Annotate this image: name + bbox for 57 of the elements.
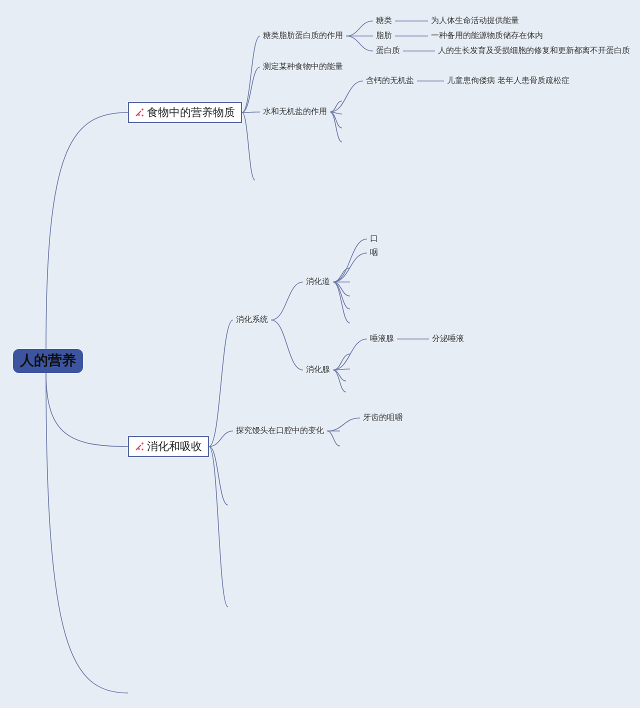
branch-line xyxy=(332,282,350,296)
branch-label: 脂肪 xyxy=(373,30,395,42)
branch-label: 口 xyxy=(367,233,381,245)
topic-text: 消化和吸收 xyxy=(147,438,202,454)
branch-line xyxy=(270,320,304,370)
branch-line xyxy=(332,370,346,382)
branch-label: 消化系统 xyxy=(233,314,271,326)
branch-label: 分泌唾液 xyxy=(429,333,467,345)
branch-line xyxy=(208,320,234,447)
branch-label: 糖类 xyxy=(373,15,395,27)
branch-line xyxy=(242,112,260,113)
branch-label: 消化腺 xyxy=(303,364,333,376)
branch-label: 糖类脂肪蛋白质的作用 xyxy=(260,30,346,42)
branch-label: 一种备用的能源物质储存在体内 xyxy=(428,30,546,42)
branch-line xyxy=(326,430,340,432)
branch-label: 水和无机盐的作用 xyxy=(260,106,330,118)
branch-line xyxy=(208,430,234,447)
branch-line xyxy=(394,20,428,22)
branch-line xyxy=(416,80,444,82)
branch-line xyxy=(46,372,128,694)
branch-line xyxy=(208,446,228,506)
branch-line xyxy=(208,446,228,608)
branch-label: 唾液腺 xyxy=(367,333,397,345)
branch-line xyxy=(330,100,342,112)
topic-text: 食物中的营养物质 xyxy=(147,104,235,120)
branch-label: 探究馒头在口腔中的变化 xyxy=(233,425,327,437)
branch-label: 为人体生命活动提供能量 xyxy=(428,15,522,27)
branch-label: 测定某种食物中的能量 xyxy=(260,61,346,73)
branch-line xyxy=(330,112,342,128)
branch-label: 牙齿的咀嚼 xyxy=(360,412,406,424)
branch-line xyxy=(396,338,430,340)
topic-box xyxy=(128,102,242,122)
branch-line xyxy=(242,66,260,113)
branch-line xyxy=(270,282,304,320)
branch-line xyxy=(346,36,374,52)
branch-line xyxy=(332,354,350,370)
branch-label: 蛋白质 xyxy=(373,45,403,57)
branch-line xyxy=(330,80,364,112)
branch-line xyxy=(332,282,350,310)
branch-line xyxy=(46,112,128,350)
branch-line xyxy=(332,268,350,282)
branch-label: 含钙的无机盐 xyxy=(363,75,417,87)
branch-line xyxy=(242,112,256,180)
branch-label: 消化道 xyxy=(303,276,333,288)
branch-line xyxy=(326,430,340,446)
topic-box xyxy=(128,436,209,456)
branch-line xyxy=(242,36,260,113)
branch-line xyxy=(332,282,350,324)
branch-line xyxy=(332,370,346,392)
branch-line xyxy=(330,112,342,114)
branch-line xyxy=(330,112,342,142)
branch-label: 儿童患佝偻病 老年人患骨质疏松症 xyxy=(444,75,573,87)
branch-line xyxy=(402,50,436,52)
branch-label: 人的生长发育及受损细胞的修复和更新都离不开蛋白质 xyxy=(435,45,633,57)
root-topic: 人的营养 xyxy=(13,349,83,373)
branch-line xyxy=(332,368,350,370)
branch-label: 咽 xyxy=(367,247,381,259)
